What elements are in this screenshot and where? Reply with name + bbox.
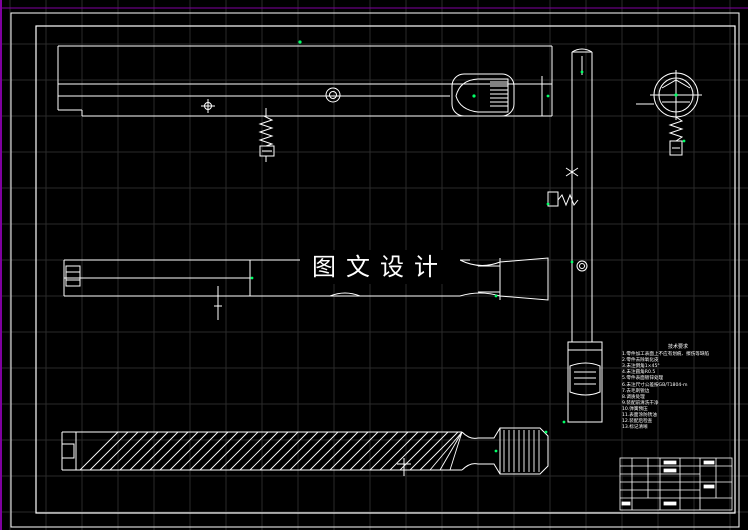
- technical-note-line: 6.未注尺寸公差按GB/T1804-m: [622, 382, 688, 388]
- technical-note-line: 7.去毛刺锐边: [622, 388, 650, 394]
- technical-notes-heading: 技术要求: [667, 344, 688, 350]
- hatch-line: [79, 431, 119, 471]
- hatch-line: [169, 431, 209, 471]
- hatch-line: [379, 431, 419, 471]
- hatch-line: [179, 431, 219, 471]
- technical-note-line: 4.未注圆角R0.5: [622, 370, 656, 376]
- technical-note-line: 11.表面涂防锈油: [622, 413, 657, 419]
- hatch-line: [429, 431, 463, 471]
- hatch-line: [399, 431, 439, 471]
- hatch-line: [219, 431, 259, 471]
- technical-note-line: 1.零件加工表面上不应有划痕、擦伤等缺陷: [622, 352, 710, 358]
- watermark-text: 图文设计: [300, 250, 460, 284]
- technical-note-line: 13.标记清晰: [622, 425, 648, 431]
- hatch-line: [189, 431, 229, 471]
- hatch-line: [199, 431, 239, 471]
- center-marks: [250, 40, 686, 453]
- hatch-line: [309, 431, 349, 471]
- technical-note-line: 10.弹簧预压: [622, 406, 648, 412]
- hatch-line: [409, 431, 449, 471]
- hatch-line: [159, 431, 199, 471]
- technical-note-line: 8.调质处理: [622, 394, 645, 400]
- hatch-line: [269, 431, 309, 471]
- hatch-line: [449, 431, 463, 471]
- hatch-line: [359, 431, 399, 471]
- sheet-outer-frame: [10, 12, 740, 528]
- hatch-line: [259, 431, 299, 471]
- top-view-rod: [57, 45, 553, 162]
- title-block: [619, 457, 733, 511]
- hatch-line: [239, 431, 279, 471]
- sheet-inner-frame: [35, 25, 736, 514]
- hatch-line: [289, 431, 329, 471]
- hatch-line: [339, 431, 379, 471]
- hatch-line: [279, 431, 319, 471]
- hatch-line: [119, 431, 159, 471]
- technical-notes: 技术要求 1.零件加工表面上不应有划痕、擦伤等缺陷 2.零件去除氧化皮 3.未注…: [622, 344, 734, 431]
- hatch-line: [349, 431, 389, 471]
- hatch-line: [139, 431, 179, 471]
- technical-note-line: 3.未注倒角1×45°: [622, 364, 660, 370]
- hatch-line: [99, 431, 139, 471]
- hatch-line: [299, 431, 339, 471]
- vertical-view-rod: [547, 48, 603, 423]
- hatch-line: [229, 431, 269, 471]
- section-hatching: [79, 430, 540, 472]
- hatch-line: [249, 431, 289, 471]
- hatch-line: [209, 431, 249, 471]
- hatch-line: [319, 431, 359, 471]
- hatch-line: [89, 431, 129, 471]
- hatch-line: [439, 431, 463, 471]
- hatch-line: [109, 431, 149, 471]
- bottom-view-section: [61, 427, 549, 476]
- technical-note-line: 2.零件去除氧化皮: [622, 358, 659, 364]
- hatch-line: [149, 431, 189, 471]
- hatch-line: [329, 431, 369, 471]
- hatch-line: [389, 431, 429, 471]
- circular-detail-view: [636, 70, 702, 156]
- technical-note-line: 9.装配前清洗干净: [622, 400, 659, 406]
- technical-note-line: 5.零件表面镀锌处理: [622, 376, 664, 382]
- technical-note-line: 12.装配后检查: [622, 419, 653, 425]
- hatch-line: [419, 431, 459, 471]
- hatch-line: [369, 431, 409, 471]
- hatch-line: [129, 431, 169, 471]
